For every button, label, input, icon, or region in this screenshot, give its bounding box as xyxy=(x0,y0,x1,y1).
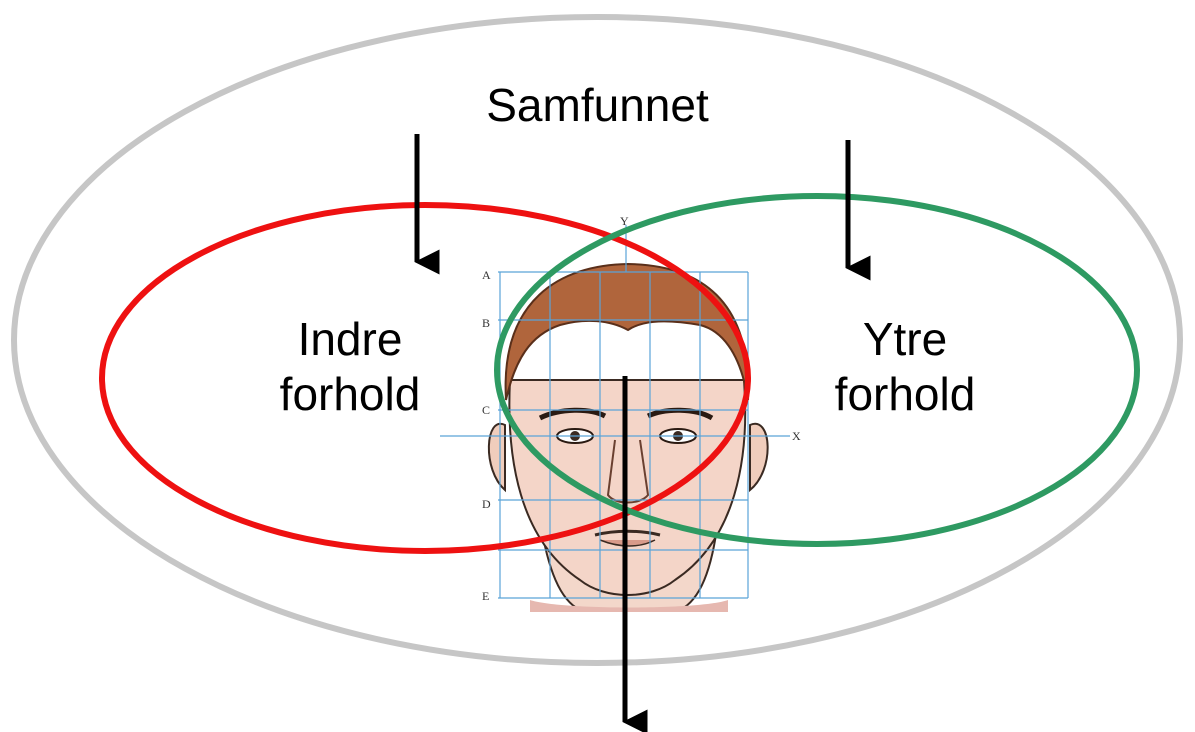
proportion-grid xyxy=(440,225,790,599)
outer-label-line: forhold xyxy=(834,368,976,421)
outer-label-line: Ytre xyxy=(862,313,948,365)
grid-row-letter: E xyxy=(482,589,489,603)
grid-row-letter: C xyxy=(482,403,490,417)
inner-relations-ellipse xyxy=(99,202,751,554)
grid-axis-letter: X xyxy=(792,429,801,443)
outer-relations-ellipse xyxy=(494,193,1140,547)
grid-row-letter: D xyxy=(482,497,491,511)
grid-row-letter: A xyxy=(482,268,491,282)
outer-relations-label: Ytre forhold xyxy=(790,312,1020,422)
inner-label-line: forhold xyxy=(279,368,421,421)
society-ellipse xyxy=(11,14,1183,666)
grid-axis-letter: Y xyxy=(620,214,629,228)
inner-relations-label: Indre forhold xyxy=(235,312,465,422)
society-label: Samfunnet xyxy=(486,79,709,131)
grid-row-letter: B xyxy=(482,316,490,330)
inner-label-line: Indre xyxy=(297,313,403,365)
